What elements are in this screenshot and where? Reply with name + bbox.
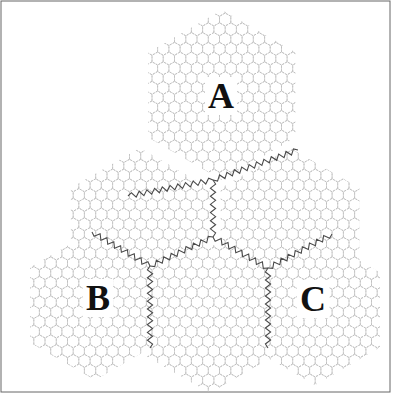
grain-boundary xyxy=(150,236,213,266)
grain-boundary xyxy=(147,266,152,348)
grain-label: C xyxy=(297,280,329,318)
grain-label: B xyxy=(83,279,113,317)
grain-boundary xyxy=(92,232,150,266)
grain-boundary xyxy=(128,178,213,197)
grain-boundary xyxy=(213,149,298,181)
grain-boundary xyxy=(268,234,332,268)
grain-boundary xyxy=(210,180,215,237)
grain-label: A xyxy=(205,77,237,115)
frame xyxy=(1,1,390,392)
grain-boundary xyxy=(213,237,268,268)
grain-boundary xyxy=(265,268,270,348)
